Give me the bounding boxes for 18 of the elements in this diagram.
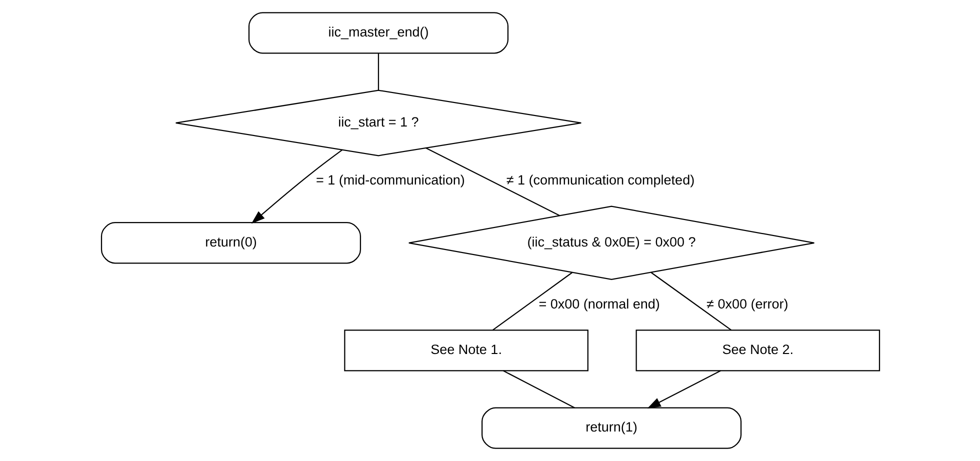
node-diamond: (iic_status & 0x0E) = 0x00 ? bbox=[408, 206, 814, 280]
edge-label: = 0x00 (normal end) bbox=[538, 296, 660, 312]
node-box: return(1) bbox=[481, 407, 742, 449]
node-box: return(0) bbox=[100, 222, 361, 264]
connector bbox=[502, 370, 574, 408]
connector bbox=[650, 272, 732, 331]
edge-label: ≠ 1 (communication completed) bbox=[506, 172, 694, 188]
connector bbox=[425, 148, 560, 216]
node-diamond: iic_start = 1 ? bbox=[174, 90, 582, 156]
arrow bbox=[250, 149, 342, 224]
edge-label: ≠ 0x00 (error) bbox=[706, 296, 788, 312]
connector bbox=[377, 54, 379, 90]
node-box: See Note 1. bbox=[344, 330, 588, 372]
node-box: iic_master_end() bbox=[248, 12, 508, 54]
arrow bbox=[646, 370, 720, 409]
edge-label: = 1 (mid-communication) bbox=[316, 172, 464, 188]
node-box: See Note 2. bbox=[635, 330, 880, 372]
connector bbox=[492, 272, 572, 331]
